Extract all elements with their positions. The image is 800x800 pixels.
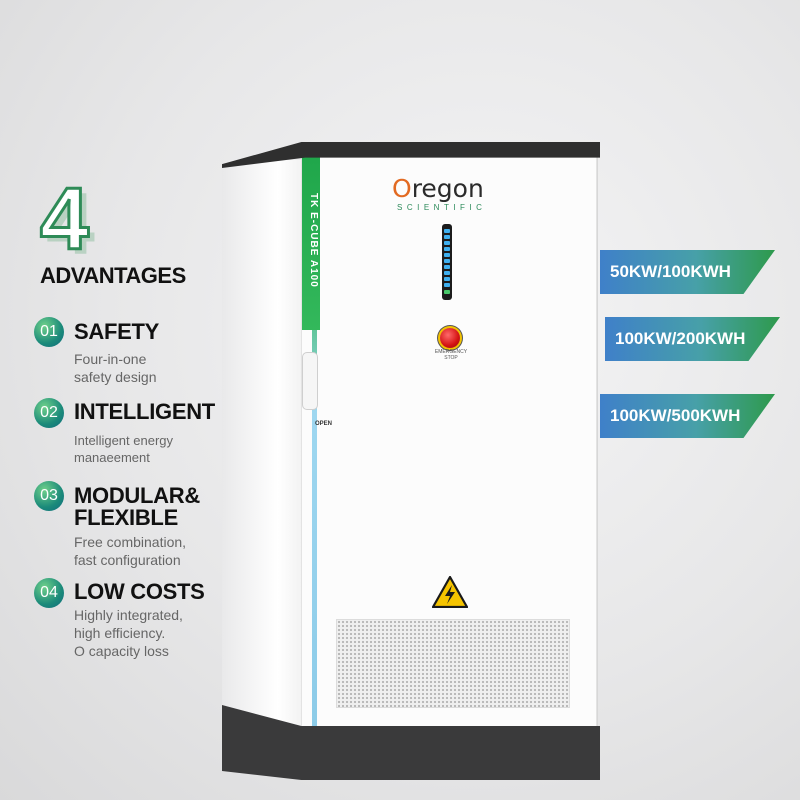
battery-level-indicator [442,224,452,300]
brand-logo-text: regon [411,174,484,203]
item-desc-modular-2: fast configuration [74,552,181,568]
door-handle [302,352,318,410]
capacity-tag-1: 50KW/100KWH [600,250,775,294]
item-badge-02: 02 [34,398,64,428]
open-label: OPEN [315,421,333,427]
item-badge-01: 01 [34,317,64,347]
capacity-tag-3: 100KW/500KWH [600,394,775,438]
cabinet-side-panel [222,160,302,730]
item-desc-safety-2: safety design [74,369,157,385]
emergency-stop-button [440,328,460,348]
advantages-number-shadow: 4 [46,174,95,273]
item-heading-low-costs: LOW COSTS [74,579,205,604]
item-desc-costs-1: Highly integrated, [74,607,183,623]
cabinet-green-stripe [302,150,320,330]
emergency-stop-label: EMERGENCY STOP [434,349,468,361]
item-heading-flexible: FLEXIBLE [74,505,178,530]
ventilation-grille [336,619,570,708]
item-desc-modular-1: Free combination, [74,534,187,550]
advantages-number: 4 [39,169,91,268]
item-heading-safety: SAFETY [74,319,159,344]
capacity-tag-2: 100KW/200KWH [605,317,780,361]
brand-logo-initial: O [392,174,412,203]
item-badge-04: 04 [34,578,64,608]
warning-high-voltage-icon [432,576,468,608]
item-desc-costs-2: high efficiency. [74,625,166,641]
item-desc-intelligent-2: manaeement [74,450,150,465]
cabinet-model-label: TK E-CUBE A100 [308,192,319,288]
item-desc-costs-3: O capacity loss [74,643,169,659]
item-desc-intelligent-1: Intelligent energy [74,433,174,448]
item-desc-safety-1: Four-in-one [74,351,147,367]
brand-subtitle: SCIENTIFIC [397,203,487,212]
advantages-title: ADVANTAGES [40,263,186,288]
item-badge-03: 03 [34,481,64,511]
item-heading-modular: MODULAR& [74,483,200,508]
item-heading-intelligent: INTELLIGENT [74,399,215,424]
cabinet-door-edge [312,150,317,732]
brand-logo: Oregon [392,174,484,203]
